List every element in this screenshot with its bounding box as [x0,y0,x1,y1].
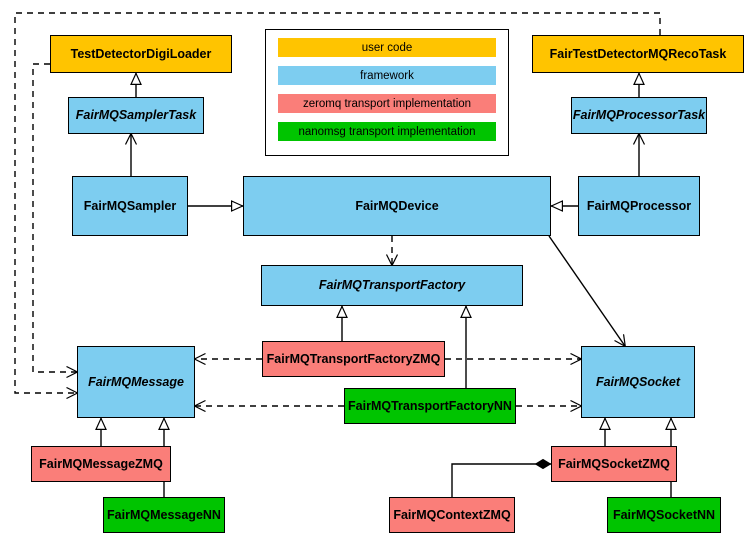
class-label: FairMQMessageZMQ [39,456,163,471]
class-label: FairMQTransportFactoryZMQ [266,351,441,366]
legend-label: user code [361,41,413,54]
class-label: FairMQTransportFactoryNN [348,398,512,413]
class-label: FairMQContextZMQ [393,507,511,522]
class-box-fair-mq-processor-task[interactable]: FairMQProcessorTask [571,97,707,134]
class-box-fair-mq-message-zmq[interactable]: FairMQMessageZMQ [31,446,171,482]
class-label: FairTestDetectorMQRecoTask [549,46,727,61]
class-box-fair-mq-socket-nn[interactable]: FairMQSocketNN [607,497,721,533]
class-label: FairMQMessage [88,374,184,389]
composition-edges [451,458,552,497]
class-label: FairMQDevice [355,198,439,213]
class-box-fair-mq-socket[interactable]: FairMQSocket [581,346,695,418]
class-label: FairMQProcessorTask [572,108,706,123]
class-box-fair-mq-transport-factory-nn[interactable]: FairMQTransportFactoryNN [344,388,516,424]
class-box-fair-mq-message-nn[interactable]: FairMQMessageNN [103,497,225,533]
legend-panel: user code framework zeromq transport imp… [265,29,509,156]
class-label: FairMQSocketNN [612,507,716,522]
class-label: FairMQSamplerTask [75,108,197,123]
class-box-fair-mq-message[interactable]: FairMQMessage [77,346,195,418]
class-box-fair-mq-context-zmq[interactable]: FairMQContextZMQ [389,497,515,533]
class-label: FairMQSocketZMQ [558,456,670,471]
legend-item-framework: framework [278,66,496,85]
class-box-fair-mq-transport-factory-zmq[interactable]: FairMQTransportFactoryZMQ [262,341,445,377]
generalization-edges [95,71,677,497]
class-box-fair-mq-device[interactable]: FairMQDevice [243,176,551,236]
class-box-fair-test-detector-mq-reco-task[interactable]: FairTestDetectorMQRecoTask [532,35,744,73]
class-label: FairMQMessageNN [107,507,221,522]
class-box-fair-mq-sampler[interactable]: FairMQSampler [72,176,188,236]
dependency-edges [14,12,661,406]
legend-item-user-code: user code [278,38,496,57]
class-box-fair-mq-sampler-task[interactable]: FairMQSamplerTask [68,97,204,134]
class-label: FairMQTransportFactory [318,278,466,293]
class-box-fair-mq-processor[interactable]: FairMQProcessor [578,176,700,236]
class-box-test-detector-digi-loader[interactable]: TestDetectorDigiLoader [50,35,232,73]
class-label: FairMQSampler [83,198,177,213]
class-box-fair-mq-transport-factory[interactable]: FairMQTransportFactory [261,265,523,306]
class-label: TestDetectorDigiLoader [70,46,212,61]
association-edges [131,134,639,346]
legend-item-zeromq: zeromq transport implementation [278,94,496,113]
legend-label: zeromq transport implementation [302,97,472,110]
legend-item-nanomsg: nanomsg transport implementation [278,122,496,141]
legend-label: nanomsg transport implementation [298,125,476,138]
class-box-fair-mq-socket-zmq[interactable]: FairMQSocketZMQ [551,446,677,482]
class-label: FairMQProcessor [586,198,692,213]
legend-label: framework [360,69,414,82]
class-label: FairMQSocket [595,374,681,389]
